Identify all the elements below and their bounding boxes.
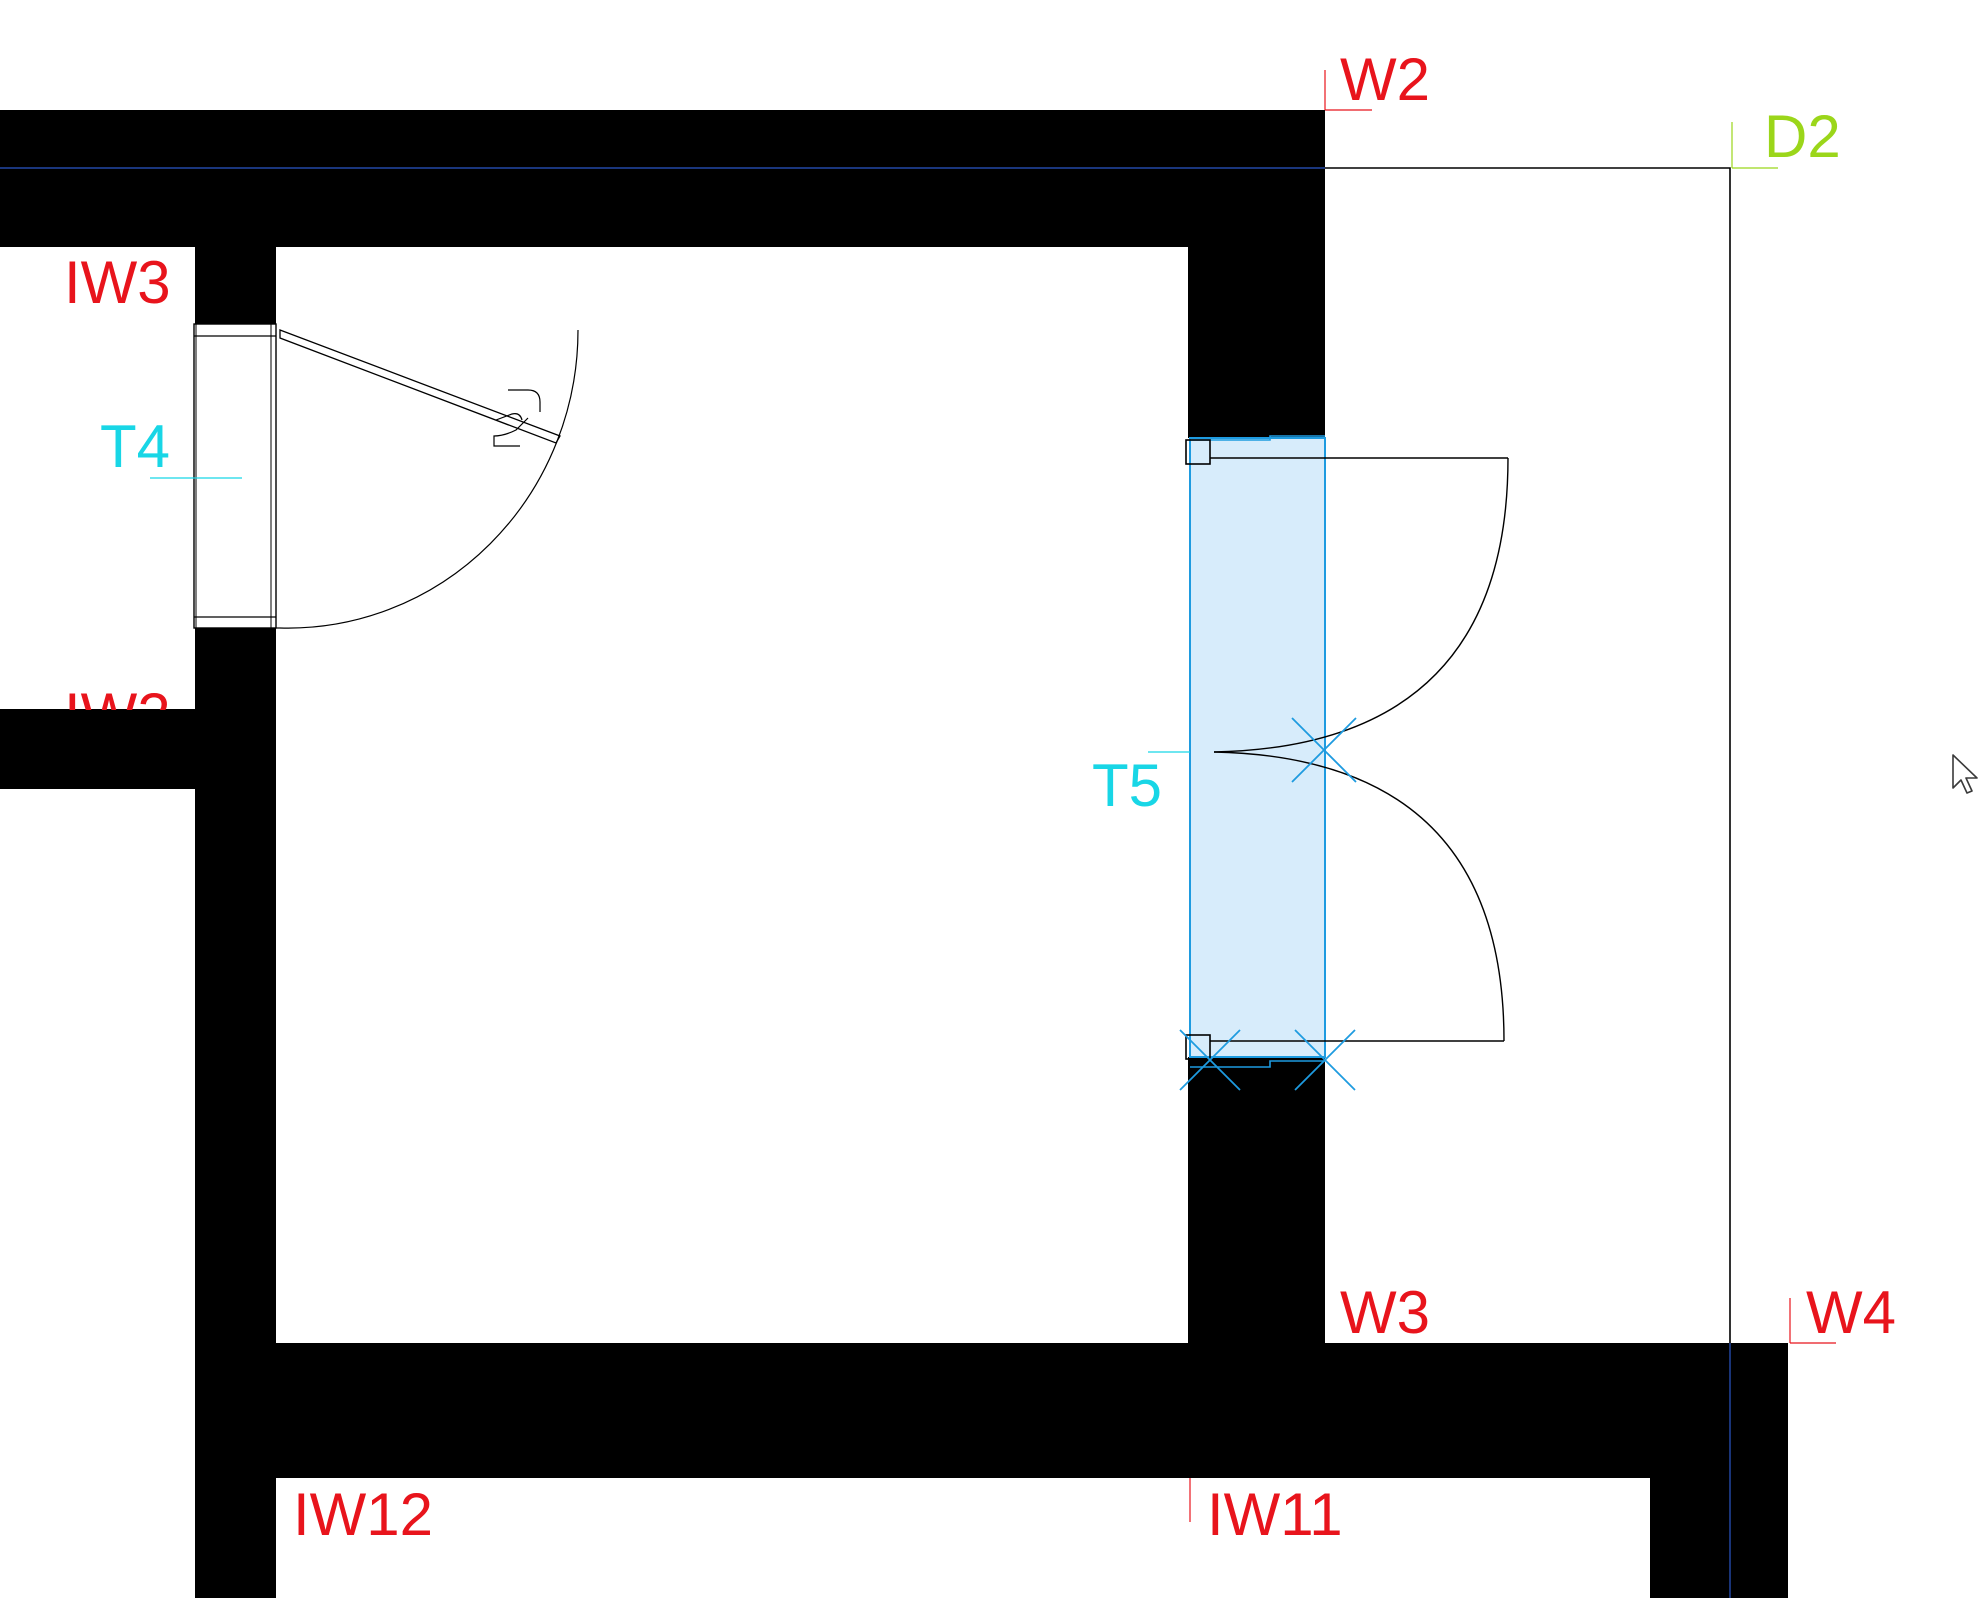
wall-top[interactable]	[0, 110, 1325, 247]
door-t5-grip-bottom-left[interactable]	[1179, 1029, 1241, 1091]
door-t4-handle	[493, 389, 541, 447]
outline-d2-room	[1325, 167, 1731, 1343]
tag-t4[interactable]: T4	[100, 413, 170, 480]
tag-iw12[interactable]: IW12	[293, 1481, 433, 1548]
door-t4-leaf	[279, 329, 561, 444]
door-t4-frame	[193, 323, 277, 629]
door-t5-hinge-top	[1185, 439, 1211, 465]
tag-iw2-partial[interactable]: IW2	[64, 681, 171, 748]
tag-iw11[interactable]: IW11	[1207, 1481, 1343, 1548]
walls	[0, 110, 1788, 1598]
wall-w3-segment[interactable]	[1325, 1343, 1788, 1478]
tag-w2[interactable]: W2	[1340, 46, 1430, 113]
tags: W2 D2 IW3 T4 IW2 T5 W3 W4 IW12 IW11	[64, 46, 1896, 1548]
wall-right-far[interactable]	[1650, 1478, 1788, 1598]
door-t5-grip-center[interactable]	[1291, 717, 1357, 783]
door-t5[interactable]	[1179, 435, 1509, 1091]
door-t5-arc-top	[1213, 457, 1509, 753]
door-t5-grip-bottom-right[interactable]	[1294, 1029, 1356, 1091]
leader-ticks	[150, 70, 1836, 1522]
tag-iw3[interactable]: IW3	[64, 249, 171, 316]
wall-left-lower[interactable]	[195, 624, 276, 1598]
door-t5-arc-bottom	[1213, 751, 1505, 1042]
door-t5-outline-bottom	[1190, 1060, 1325, 1068]
wall-left-upper[interactable]	[195, 247, 276, 329]
wall-right-lower[interactable]	[1188, 1057, 1325, 1343]
tag-d2[interactable]: D2	[1764, 103, 1841, 170]
door-t5-hinge-bottom	[1185, 1034, 1211, 1060]
tag-t5[interactable]: T5	[1092, 752, 1162, 819]
wall-corner-w4[interactable]	[1730, 1343, 1788, 1478]
door-t4-swing-arc	[279, 329, 579, 629]
arrow-cursor-icon	[1952, 754, 1978, 794]
door-t4[interactable]	[193, 323, 579, 629]
wall-branch-left[interactable]	[0, 709, 195, 789]
tag-w3[interactable]: W3	[1340, 1279, 1430, 1346]
door-t5-outline-top	[1190, 435, 1325, 441]
wall-right-upper[interactable]	[1188, 247, 1325, 438]
door-t5-selection	[1189, 437, 1326, 1058]
guide-lines	[0, 167, 1731, 1598]
tag-w4[interactable]: W4	[1806, 1279, 1896, 1346]
